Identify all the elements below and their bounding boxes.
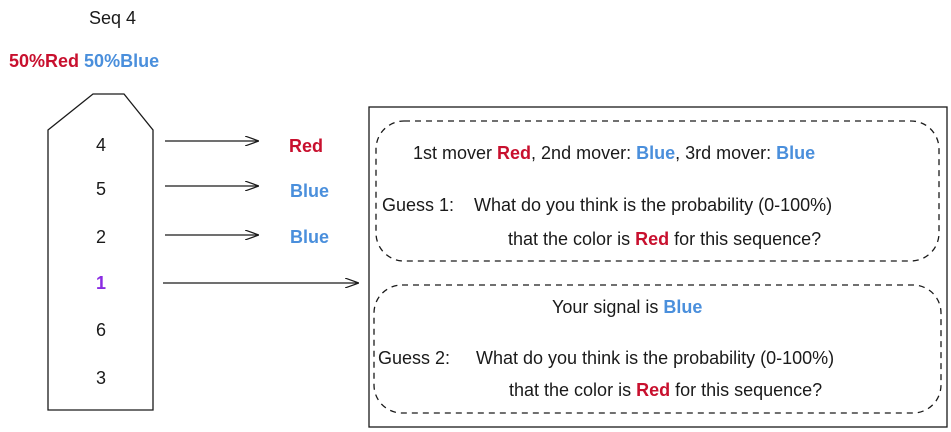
move-2-color: Blue	[290, 181, 330, 201]
mover-3-color: Blue	[776, 143, 816, 163]
prior-blue: 50%Blue	[84, 51, 160, 71]
question-text: for this sequence?	[669, 229, 822, 249]
question-text: that the color is	[509, 380, 637, 400]
mover-3-label: , 3rd mover:	[675, 143, 777, 163]
sequence-item: 3	[95, 368, 106, 388]
sequence-item: 5	[95, 179, 106, 199]
guess-1-box	[375, 120, 940, 262]
prior-label: 50%Red 50%Blue	[9, 51, 159, 71]
mover-2-label: , 2nd mover:	[531, 143, 637, 163]
question-text: that the color is	[508, 229, 636, 249]
sequence-title: Seq 4	[89, 8, 137, 28]
prior-red: 50%Red	[9, 51, 80, 71]
sequence-item-current: 1	[95, 273, 106, 293]
question-color: Red	[635, 229, 670, 249]
sequence-item: 6	[95, 320, 106, 340]
guess-2-question-line-1: What do you think is the probability (0-…	[476, 348, 835, 368]
question-text: for this sequence?	[670, 380, 823, 400]
sequence-column	[47, 93, 154, 411]
sequence-item: 2	[95, 227, 106, 247]
move-1-color: Red	[289, 136, 324, 156]
mover-2-color: Blue	[636, 143, 676, 163]
guess-2-box	[373, 284, 942, 414]
guess-1-question-line-2: that the color is Red for this sequence?	[508, 229, 821, 249]
guess-1-question-line-1: What do you think is the probability (0-…	[474, 195, 833, 215]
question-panel	[368, 106, 948, 428]
guess-2-question-line-2: that the color is Red for this sequence?	[509, 380, 822, 400]
signal-label: Your signal is	[552, 297, 664, 317]
movers-summary: 1st mover Red, 2nd mover: Blue, 3rd move…	[413, 143, 815, 163]
mover-1-label: 1st mover	[413, 143, 498, 163]
guess-1-label: Guess 1:	[382, 195, 455, 215]
signal-statement: Your signal is Blue	[552, 297, 702, 317]
sequence-item: 4	[95, 135, 106, 155]
move-3-color: Blue	[290, 227, 330, 247]
mover-1-color: Red	[497, 143, 532, 163]
question-color: Red	[636, 380, 671, 400]
guess-2-label: Guess 2:	[378, 348, 451, 368]
signal-color: Blue	[663, 297, 703, 317]
